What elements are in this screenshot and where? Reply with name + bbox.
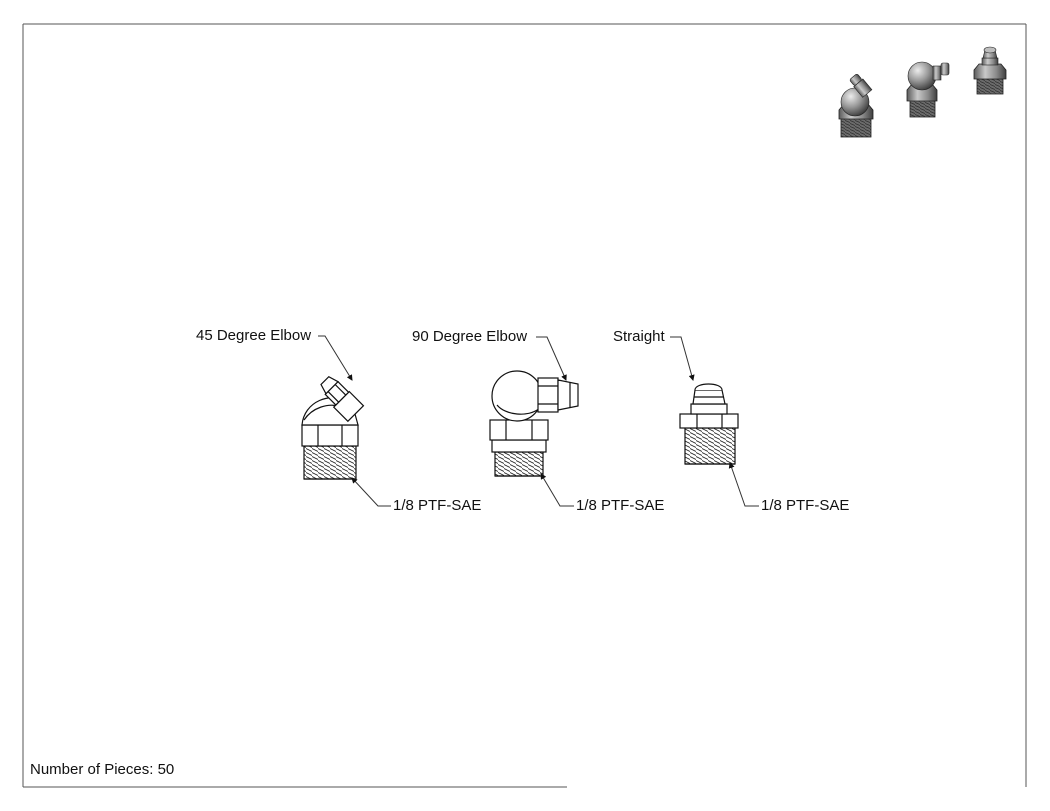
thread-label-90: 1/8 PTF-SAE (576, 497, 665, 514)
isometric-straight (973, 46, 1007, 95)
sheet-border (22, 23, 1027, 788)
label-straight: Straight (613, 328, 665, 345)
pieces-value: 50 (157, 761, 175, 778)
elbow-45-drawing (301, 375, 365, 480)
pieces-count: Number of Pieces: 50 (30, 761, 174, 778)
label-90-degree-elbow: 90 Degree Elbow (412, 328, 528, 345)
isometric-90-elbow (906, 61, 950, 118)
thread-label-straight: 1/8 PTF-SAE (761, 497, 850, 514)
elbow-90-drawing (489, 370, 579, 477)
straight-drawing (679, 383, 739, 465)
thread-label-45: 1/8 PTF-SAE (393, 497, 482, 514)
isometric-45-elbow (838, 73, 874, 138)
leader-lines (318, 335, 759, 507)
pieces-label: Number of Pieces: (30, 761, 154, 778)
label-45-degree-elbow: 45 Degree Elbow (196, 327, 312, 344)
